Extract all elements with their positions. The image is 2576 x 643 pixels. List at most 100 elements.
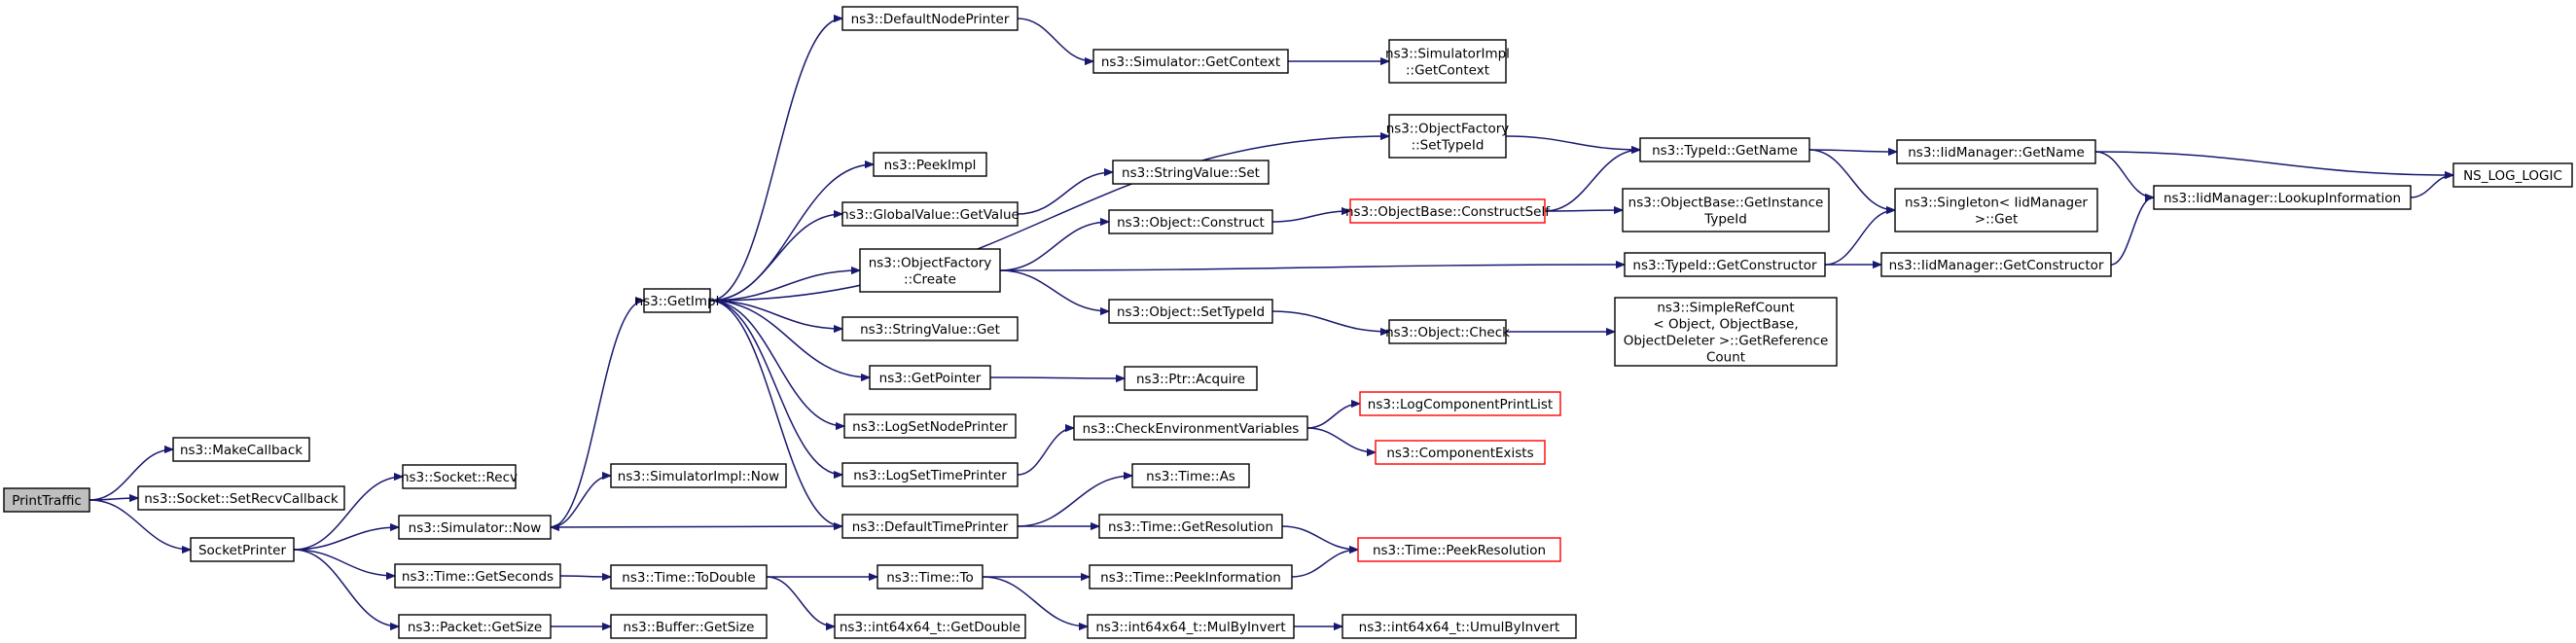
node-box[interactable] [841,201,1019,227]
node-box[interactable] [1089,564,1293,589]
node-ns3-ptr-acquire[interactable]: ns3::Ptr::Acquire [1124,366,1258,391]
node-ns3-simulator-getcontext[interactable]: ns3::Simulator::GetContext [1092,49,1289,74]
node-ns-log-logic[interactable]: NS_LOG_LOGIC [2452,162,2573,188]
node-box[interactable] [1087,614,1295,639]
node-box[interactable] [1639,137,1810,162]
node-ns3-stringvalue-get[interactable]: ns3::StringValue::Get [841,316,1019,341]
node-ns3-stringvalue-set[interactable]: ns3::StringValue::Set [1112,160,1270,185]
node-box[interactable] [2452,162,2573,188]
node-box[interactable] [877,564,984,589]
node-box[interactable] [841,514,1019,539]
node-box[interactable] [1388,114,1507,159]
node-box[interactable] [137,485,345,511]
node-ns3-socket-setrecvcallback[interactable]: ns3::Socket::SetRecvCallback [137,485,345,511]
node-box[interactable] [869,365,991,390]
node-ns3-time-getseconds[interactable]: ns3::Time::GetSeconds [394,563,561,589]
node-ns3-getpointer[interactable]: ns3::GetPointer [869,365,991,390]
node-box[interactable] [402,464,517,489]
node-ns3-defaultnodeprinter[interactable]: ns3::DefaultNodePrinter [841,6,1019,31]
node-box[interactable] [394,563,561,589]
node-ns3-makecallback[interactable]: ns3::MakeCallback [172,437,310,462]
node-ns3-logsettimeprinter[interactable]: ns3::LogSetTimePrinter [841,462,1019,487]
node-ns3-time-peekresolution[interactable]: ns3::Time::PeekResolution [1357,537,1561,562]
node-ns3-socket-recv[interactable]: ns3::Socket::Recv [401,464,518,489]
node-ns3-iidmanager-getname[interactable]: ns3::IidManager::GetName [1896,139,2096,164]
node-box[interactable] [1108,209,1273,234]
node-box[interactable] [1614,297,1838,367]
node-box[interactable] [1622,188,1830,232]
node-ns3-logsetnodeprinter[interactable]: ns3::LogSetNodePrinter [843,413,1017,439]
node-ns3-simulator-now[interactable]: ns3::Simulator::Now [398,515,552,540]
node-ns3-buffer-getsize[interactable]: ns3::Buffer::GetSize [610,614,768,639]
node-ns3-checkenvironmentvariables[interactable]: ns3::CheckEnvironmentVariables [1073,415,1308,441]
node-ns3-objectfactory-settypeid[interactable]: ns3::ObjectFactory::SetTypeId [1386,114,1510,159]
node-ns3-object-check[interactable]: ns3::Object::Check [1385,319,1510,344]
node-ns3-objectfactory-create[interactable]: ns3::ObjectFactory::Create [859,248,1001,293]
node-box[interactable] [1624,252,1826,277]
node-box[interactable] [1894,188,2098,232]
node-ns3-peekimpl[interactable]: ns3::PeekImpl [873,152,987,177]
node-box[interactable] [841,316,1019,341]
node-box[interactable] [843,413,1017,439]
node-box[interactable] [610,463,787,488]
node-ns3-object-settypeid[interactable]: ns3::Object::SetTypeId [1108,299,1273,324]
node-box[interactable] [859,248,1001,293]
node-ns3-time-to[interactable]: ns3::Time::To [877,564,984,589]
node-box[interactable] [398,515,552,540]
node-ns3-int64x64-t-getdouble[interactable]: ns3::int64x64_t::GetDouble [834,614,1026,639]
node-ns3-simplerefcount-object-objectbase-objectdeleter-getreference-count[interactable]: ns3::SimpleRefCount< Object, ObjectBase,… [1614,297,1838,367]
node-box[interactable] [834,614,1026,639]
node-ns3-globalvalue-getvalue[interactable]: ns3::GlobalValue::GetValue [841,201,1020,227]
node-socketprinter[interactable]: SocketPrinter [190,537,295,562]
node-box[interactable] [610,614,768,639]
node-ns3-componentexists[interactable]: ns3::ComponentExists [1375,440,1546,465]
node-box[interactable] [398,614,552,639]
node-box[interactable] [1375,440,1546,465]
node-ns3-int64x64-t-mulbyinvert[interactable]: ns3::int64x64_t::MulByInvert [1087,614,1295,639]
node-ns3-simulatorimpl-now[interactable]: ns3::SimulatorImpl::Now [610,463,787,488]
node-ns3-getimpl[interactable]: ns3::GetImpl [635,288,720,313]
node-box[interactable] [2153,185,2412,210]
node-ns3-time-getresolution[interactable]: ns3::Time::GetResolution [1098,514,1283,539]
node-box[interactable] [1896,139,2096,164]
node-printtraffic[interactable]: PrintTraffic [3,487,90,513]
node-box[interactable] [1073,415,1308,441]
node-box[interactable] [1388,319,1507,344]
node-box[interactable] [841,6,1019,31]
node-ns3-iidmanager-lookupinformation[interactable]: ns3::IidManager::LookupInformation [2153,185,2412,210]
node-box[interactable] [1131,463,1250,488]
node-box[interactable] [873,152,987,177]
node-box[interactable] [1349,198,1546,224]
node-ns3-typeid-getname[interactable]: ns3::TypeId::GetName [1639,137,1810,162]
node-box[interactable] [1108,299,1273,324]
node-ns3-object-construct[interactable]: ns3::Object::Construct [1108,209,1273,234]
node-box[interactable] [172,437,310,462]
node-box[interactable] [1880,252,2112,277]
node-box[interactable] [1359,391,1561,416]
node-ns3-objectbase-constructself[interactable]: ns3::ObjectBase::ConstructSelf [1345,198,1551,224]
node-ns3-packet-getsize[interactable]: ns3::Packet::GetSize [398,614,552,639]
node-ns3-defaulttimeprinter[interactable]: ns3::DefaultTimePrinter [841,514,1019,539]
node-ns3-logcomponentprintlist[interactable]: ns3::LogComponentPrintList [1359,391,1561,416]
node-ns3-int64x64-t-umulbyinvert[interactable]: ns3::int64x64_t::UmulByInvert [1342,614,1577,639]
node-ns3-time-peekinformation[interactable]: ns3::Time::PeekInformation [1089,564,1293,589]
node-ns3-iidmanager-getconstructor[interactable]: ns3::IidManager::GetConstructor [1880,252,2112,277]
node-box[interactable] [1357,537,1561,562]
node-box[interactable] [1124,366,1258,391]
node-box[interactable] [1098,514,1283,539]
node-ns3-simulatorimpl-getcontext[interactable]: ns3::SimulatorImpl::GetContext [1385,39,1510,84]
node-box[interactable] [190,537,295,562]
node-box[interactable] [643,288,711,313]
node-box[interactable] [1342,614,1577,639]
node-box[interactable] [1092,49,1289,74]
node-ns3-singleton-iidmanager-get[interactable]: ns3::Singleton< IidManager >::Get [1894,188,2098,232]
node-box[interactable] [610,564,768,589]
node-box[interactable] [1112,160,1270,185]
node-ns3-time-as[interactable]: ns3::Time::As [1131,463,1250,488]
node-box[interactable] [841,462,1019,487]
node-ns3-time-todouble[interactable]: ns3::Time::ToDouble [610,564,768,589]
node-box[interactable] [3,487,90,513]
node-box[interactable] [1388,39,1507,84]
node-ns3-typeid-getconstructor[interactable]: ns3::TypeId::GetConstructor [1624,252,1826,277]
